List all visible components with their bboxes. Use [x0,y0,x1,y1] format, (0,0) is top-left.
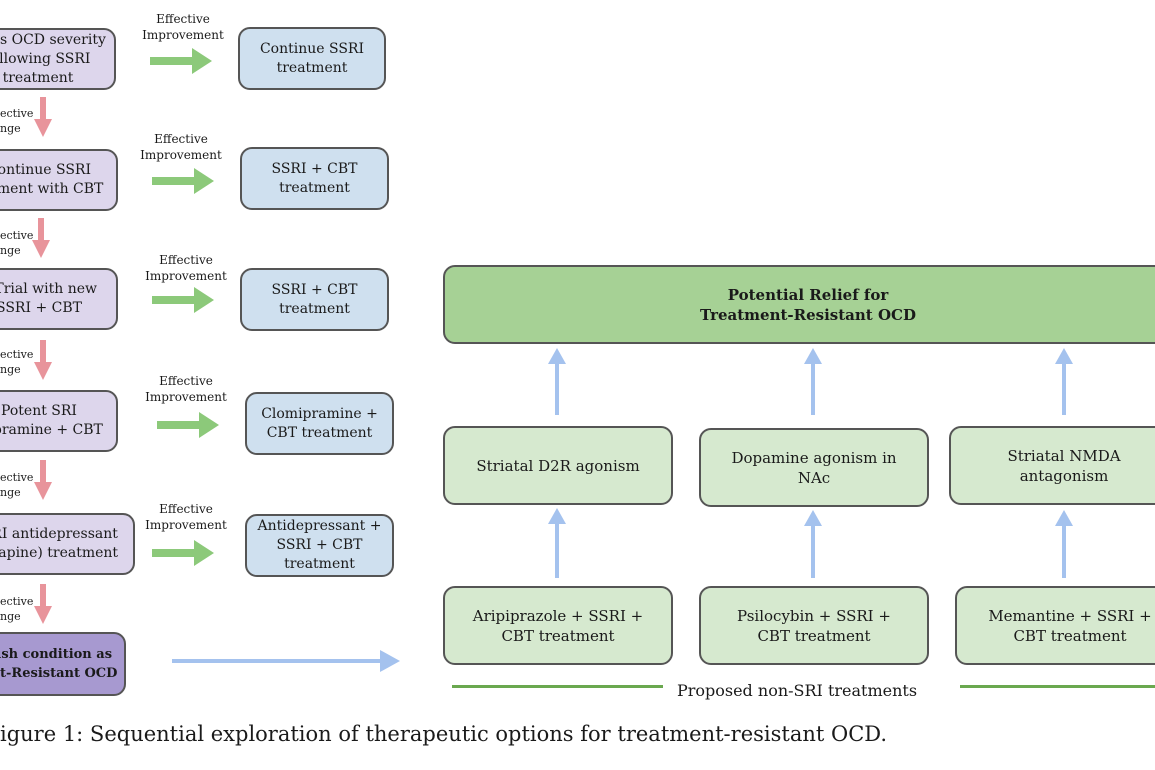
step-box: Continue SSRIeatment with CBT [0,149,118,211]
effective-arrow [152,287,214,313]
proposed-arrowheads [380,348,1073,672]
section-line-left [452,685,663,688]
ineffective-arrow [34,460,52,500]
figure-caption: igure 1: Sequential exploration of thera… [0,722,888,746]
effective-arrow [157,412,219,438]
resistant-step-box: ablish condition asment-Resistant OCD [0,632,126,696]
ineffective-arrow [34,97,52,137]
effective-arrow [152,540,214,566]
ineffective-arrow [34,584,52,624]
ineffective-arrows [32,97,52,624]
treatment-box: Aripiprazole + SSRI +CBT treatment [443,586,673,665]
effective-arrows [150,48,219,566]
step-box: -SRI antidepressanttazapine) treatment [0,513,135,575]
proposed-section-label: Proposed non-SRI treatments [676,681,918,700]
treatment-box: Psilocybin + SSRI +CBT treatment [699,586,929,665]
section-line-right [960,685,1155,688]
step-box: Potent SRImipramine + CBT [0,390,118,452]
effective-arrow [150,48,212,74]
outcome-box: Clomipramine +CBT treatment [245,392,394,455]
ineffective-arrow [34,340,52,380]
proposed-arrows [172,360,1066,663]
ineffective-arrow [32,218,50,258]
treatment-box: Memantine + SSRI +CBT treatment [955,586,1155,665]
effective-arrow [152,168,214,194]
mechanism-box: Striatal D2R agonism [443,426,673,505]
step-box: ssess OCD severityfollowing SSRItreatmen… [0,28,116,90]
